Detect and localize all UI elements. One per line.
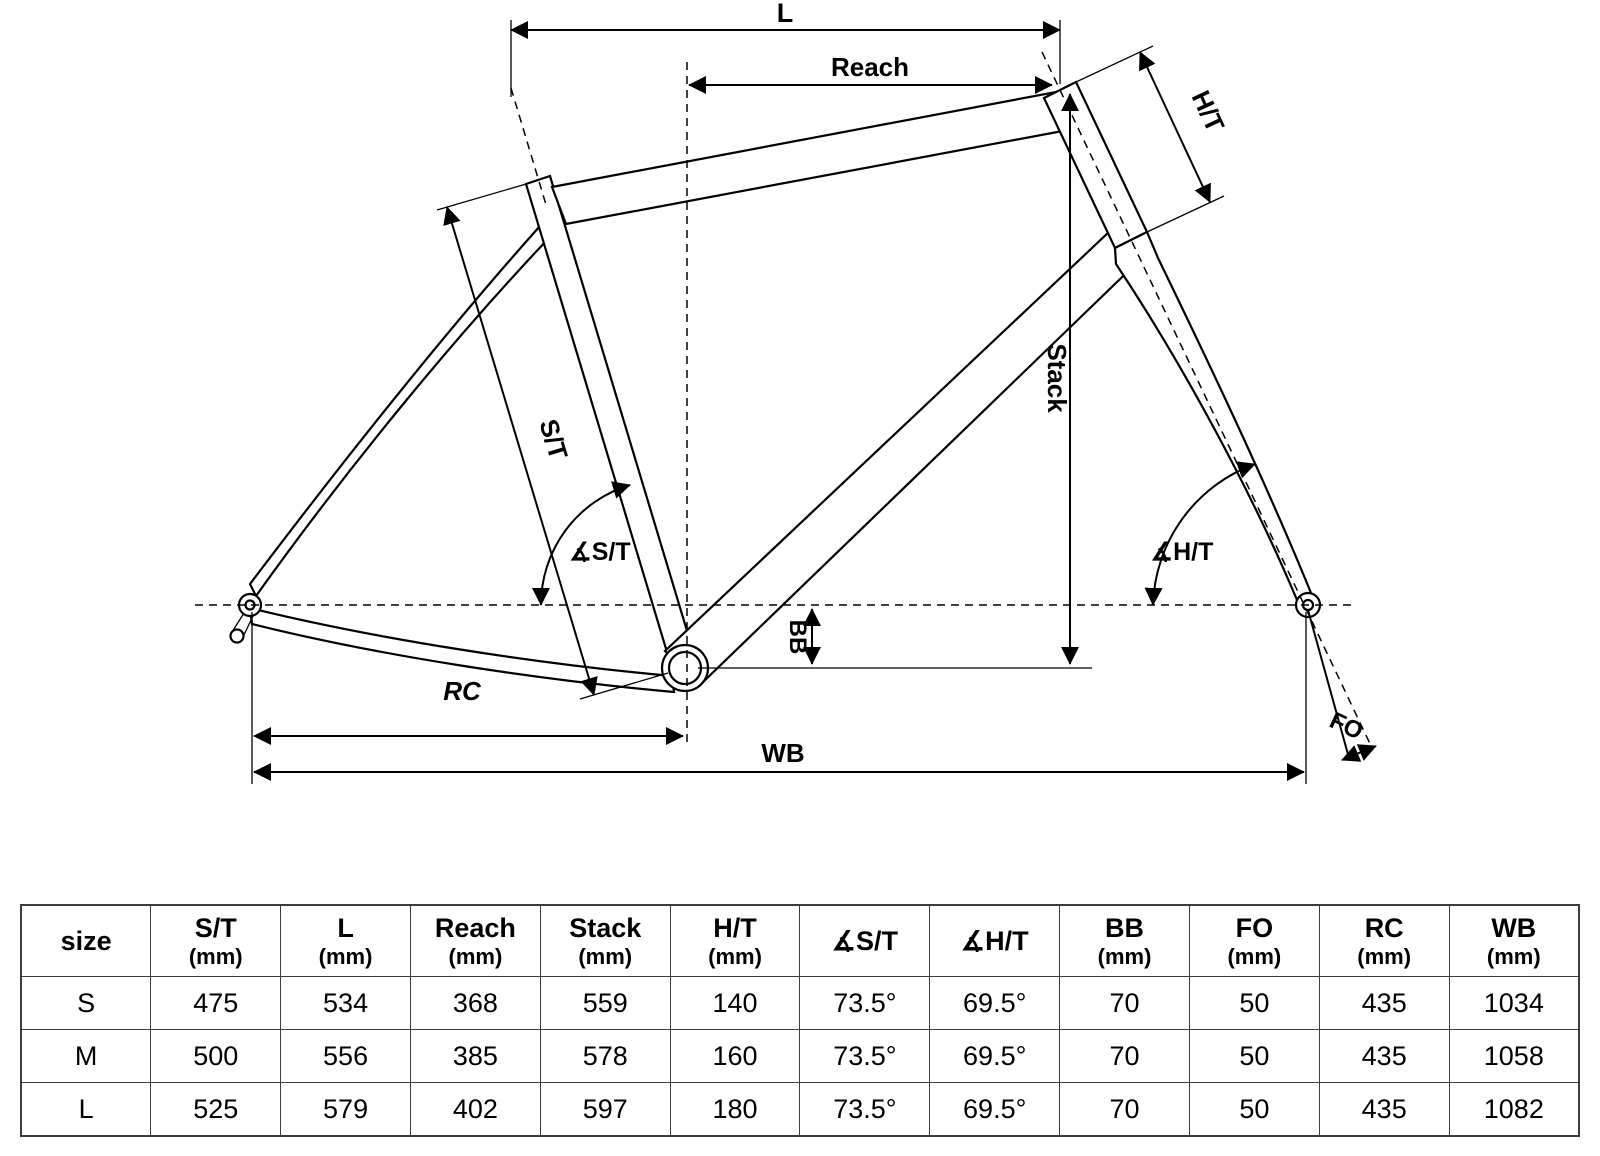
label-angle-st: ∡S/T: [569, 538, 630, 566]
cell-st: 475: [150, 976, 282, 1030]
header-ht: H/T(mm): [669, 904, 801, 977]
header-st: S/T(mm): [150, 904, 282, 977]
head-tube: [1042, 80, 1149, 250]
table-row-size-s: S 475 534 368 559 140 73.5° 69.5° 70 50 …: [20, 976, 1580, 1030]
bike-frame-svg: L Reach H/T S/T ∡S/T ∡H/T Stack BB RC WB…: [195, 0, 1377, 784]
cell-l: 579: [280, 1082, 411, 1137]
seat-stay: [248, 204, 570, 599]
cell-rc: 435: [1318, 1082, 1450, 1137]
cell-rc: 435: [1318, 1029, 1450, 1083]
cell-bb: 70: [1059, 976, 1190, 1030]
label-reach: Reach: [831, 52, 909, 82]
cell-angle-st: 73.5°: [799, 976, 931, 1030]
cell-l: 534: [280, 976, 411, 1030]
cell-rc: 435: [1318, 976, 1450, 1030]
bottom-bracket-axle: [667, 650, 703, 686]
header-fo: FO(mm): [1188, 904, 1320, 977]
cell-stack: 597: [539, 1082, 671, 1137]
cell-stack: 578: [539, 1029, 671, 1083]
seat-tube-axis-extension: [510, 87, 548, 209]
cell-wb: 1034: [1448, 976, 1580, 1030]
hanger-eyelet: [229, 628, 245, 644]
header-rc: RC(mm): [1318, 904, 1450, 977]
cell-bb: 70: [1059, 1029, 1190, 1083]
geometry-table-section: size S/T(mm) L(mm) Reach(mm) Stack(mm) H…: [0, 904, 1600, 1137]
table-row-size-m: M 500 556 385 578 160 73.5° 69.5° 70 50 …: [20, 1029, 1580, 1083]
header-bb: BB(mm): [1059, 904, 1190, 977]
cell-fo: 50: [1188, 1082, 1320, 1137]
st-dimension-line: [443, 206, 598, 696]
cell-ht: 140: [669, 976, 801, 1030]
down-tube: [663, 229, 1149, 686]
label-l: L: [777, 0, 794, 28]
cell-st: 525: [150, 1082, 282, 1137]
cell-reach: 385: [409, 1029, 541, 1083]
head-angle-arc: [1144, 461, 1256, 606]
geometry-table: size S/T(mm) L(mm) Reach(mm) Stack(mm) H…: [20, 904, 1580, 1137]
cell-ht: 180: [669, 1082, 801, 1137]
cell-angle-ht: 69.5°: [929, 1082, 1061, 1137]
header-row: size S/T(mm) L(mm) Reach(mm) Stack(mm) H…: [20, 904, 1580, 977]
cell-l: 556: [280, 1029, 411, 1083]
table-row-size-l: L 525 579 402 597 180 73.5° 69.5° 70 50 …: [20, 1082, 1580, 1137]
label-fo: FO: [1325, 707, 1367, 746]
cell-wb: 1082: [1448, 1082, 1580, 1137]
seat-angle-arc: [531, 481, 631, 606]
header-reach: Reach(mm): [409, 904, 541, 977]
label-st: S/T: [533, 416, 574, 464]
cell-bb: 70: [1059, 1082, 1190, 1137]
top-tube: [550, 90, 1070, 226]
header-angle-st: ∡S/T: [799, 904, 931, 977]
fo-dimension-line: [1341, 744, 1377, 762]
cell-size: S: [20, 976, 152, 1030]
label-rc: RC: [443, 676, 482, 706]
cell-fo: 50: [1188, 1029, 1320, 1083]
label-wb: WB: [761, 738, 804, 768]
frame-geometry-diagram: L Reach H/T S/T ∡S/T ∡H/T Stack BB RC WB…: [195, 0, 1377, 784]
header-angle-ht: ∡H/T: [929, 904, 1061, 977]
header-l: L(mm): [280, 904, 411, 977]
cell-fo: 50: [1188, 976, 1320, 1030]
steering-axis-line: [1041, 51, 1373, 749]
fork-offset-line: [1307, 609, 1350, 759]
cell-ht: 160: [669, 1029, 801, 1083]
cell-angle-ht: 69.5°: [929, 976, 1061, 1030]
header-stack: Stack(mm): [539, 904, 671, 977]
cell-reach: 368: [409, 976, 541, 1030]
st-extension-top: [436, 181, 534, 211]
header-wb: WB(mm): [1448, 904, 1580, 977]
cell-reach: 402: [409, 1082, 541, 1137]
cell-angle-ht: 69.5°: [929, 1029, 1061, 1083]
cell-angle-st: 73.5°: [799, 1082, 931, 1137]
cell-st: 500: [150, 1029, 282, 1083]
label-stack: Stack: [1042, 343, 1072, 413]
ht-extension-top: [1075, 45, 1154, 83]
label-angle-ht: ∡H/T: [1151, 538, 1214, 566]
header-size: size: [20, 904, 152, 977]
cell-wb: 1058: [1448, 1029, 1580, 1083]
ht-extension-bottom: [1146, 195, 1225, 233]
cell-angle-st: 73.5°: [799, 1029, 931, 1083]
cell-size: M: [20, 1029, 152, 1083]
cell-size: L: [20, 1082, 152, 1137]
label-bb: BB: [784, 620, 811, 655]
label-ht: H/T: [1186, 86, 1231, 137]
ht-dimension-line: [1139, 51, 1211, 203]
cell-stack: 559: [539, 976, 671, 1030]
